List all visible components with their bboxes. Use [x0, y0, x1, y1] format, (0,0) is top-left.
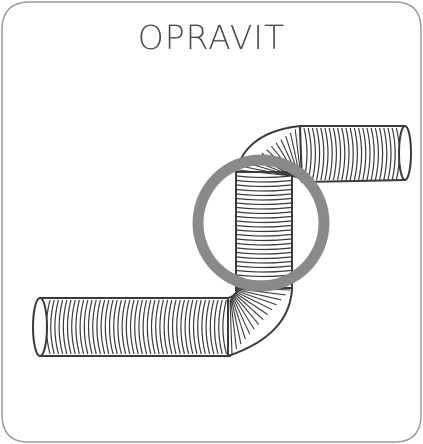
repair-card: OPRAVIT [0, 0, 423, 444]
flexible-duct-hose-icon [0, 0, 423, 444]
